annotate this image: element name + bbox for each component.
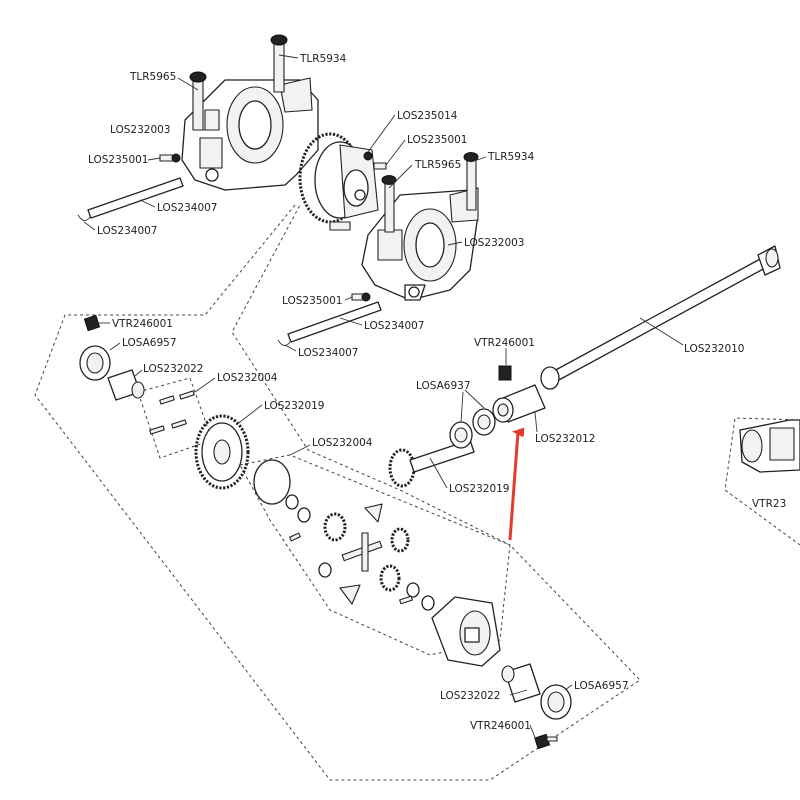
right-part-partial (739, 419, 800, 473)
label-los235001-mid: LOS235001 (407, 134, 468, 146)
screw-tlr5934-right (463, 152, 479, 211)
label-tlr5934-right: TLR5934 (487, 151, 535, 163)
shaft-left-upper (77, 177, 184, 221)
small-screw-left (159, 153, 181, 163)
set-screw-vtr-bottom (534, 733, 558, 750)
screw-tlr5934-top (270, 34, 288, 93)
bearings-losa6937 (449, 408, 496, 449)
label-los232004-top: LOS232004 (217, 372, 278, 384)
label-los232022-bottom: LOS232022 (440, 690, 501, 702)
small-screw-low (351, 292, 371, 302)
label-losa6957-left: LOSA6957 (122, 337, 177, 349)
label-tlr5965-top: TLR5965 (129, 71, 176, 83)
ring-gear-top (298, 132, 379, 231)
set-screw-vtr-left (83, 314, 101, 332)
bearing-losa6957-bottom (540, 684, 572, 720)
driveshaft-los232010 (540, 245, 781, 390)
coupler-los232012 (492, 384, 546, 423)
label-losa6957-bottom: LOSA6957 (574, 680, 629, 692)
screws-group-outline (137, 377, 213, 459)
label-los234007-c: LOS234007 (364, 320, 425, 332)
label-vtr23-partial: VTR23 (752, 498, 786, 510)
leader-lines (83, 54, 684, 741)
label-los232003-right: LOS232003 (464, 237, 525, 249)
label-los232003-left: LOS232003 (110, 124, 171, 136)
label-vtr246001-bottom: VTR246001 (470, 720, 531, 732)
screw-tlr5965-top (189, 71, 207, 131)
outdrive-los232022-left (107, 369, 145, 401)
label-los235001-low: LOS235001 (282, 295, 343, 307)
label-vtr246001-left: VTR246001 (112, 318, 173, 330)
label-los232022-left: LOS232022 (143, 363, 204, 375)
label-los234007-d: LOS234007 (298, 347, 359, 359)
diff-internals (253, 459, 435, 611)
label-losa6937: LOSA6937 (416, 380, 471, 392)
label-los235014: LOS235014 (397, 110, 458, 122)
ring-gear-los232019-left (194, 414, 250, 490)
diff-case (431, 596, 501, 667)
label-los232019-right: LOS232019 (449, 483, 510, 495)
label-los232012: LOS232012 (535, 433, 596, 445)
label-los234007-a: LOS234007 (157, 202, 218, 214)
label-los234007-b: LOS234007 (97, 225, 158, 237)
label-tlr5934-top: TLR5934 (299, 53, 347, 65)
label-los232004-mid: LOS232004 (312, 437, 373, 449)
outdrive-los232022-bottom (501, 663, 541, 703)
set-screw-vtr-mid (498, 365, 512, 381)
highlight-arrow (508, 427, 525, 541)
label-tlr5965-mid: TLR5965 (414, 159, 461, 171)
small-screws-group (149, 390, 195, 435)
right-group-outline-partial (724, 417, 800, 546)
shaft-left-lower (277, 301, 382, 346)
label-los232019-left: LOS232019 (264, 400, 325, 412)
label-los232010: LOS232010 (684, 343, 745, 355)
small-bolts-mid (363, 151, 387, 170)
label-vtr246001-mid: VTR246001 (474, 337, 535, 349)
bearing-losa6957-left (79, 345, 111, 381)
gearbox-left (181, 77, 319, 191)
diff-group-outline (34, 204, 641, 781)
labels: TLR5934 TLR5965 LOS232003 LOS235001 LOS2… (88, 53, 786, 732)
screw-tlr5965-mid (381, 175, 397, 233)
gearbox-right (361, 187, 479, 301)
label-los235001-left: LOS235001 (88, 154, 149, 166)
